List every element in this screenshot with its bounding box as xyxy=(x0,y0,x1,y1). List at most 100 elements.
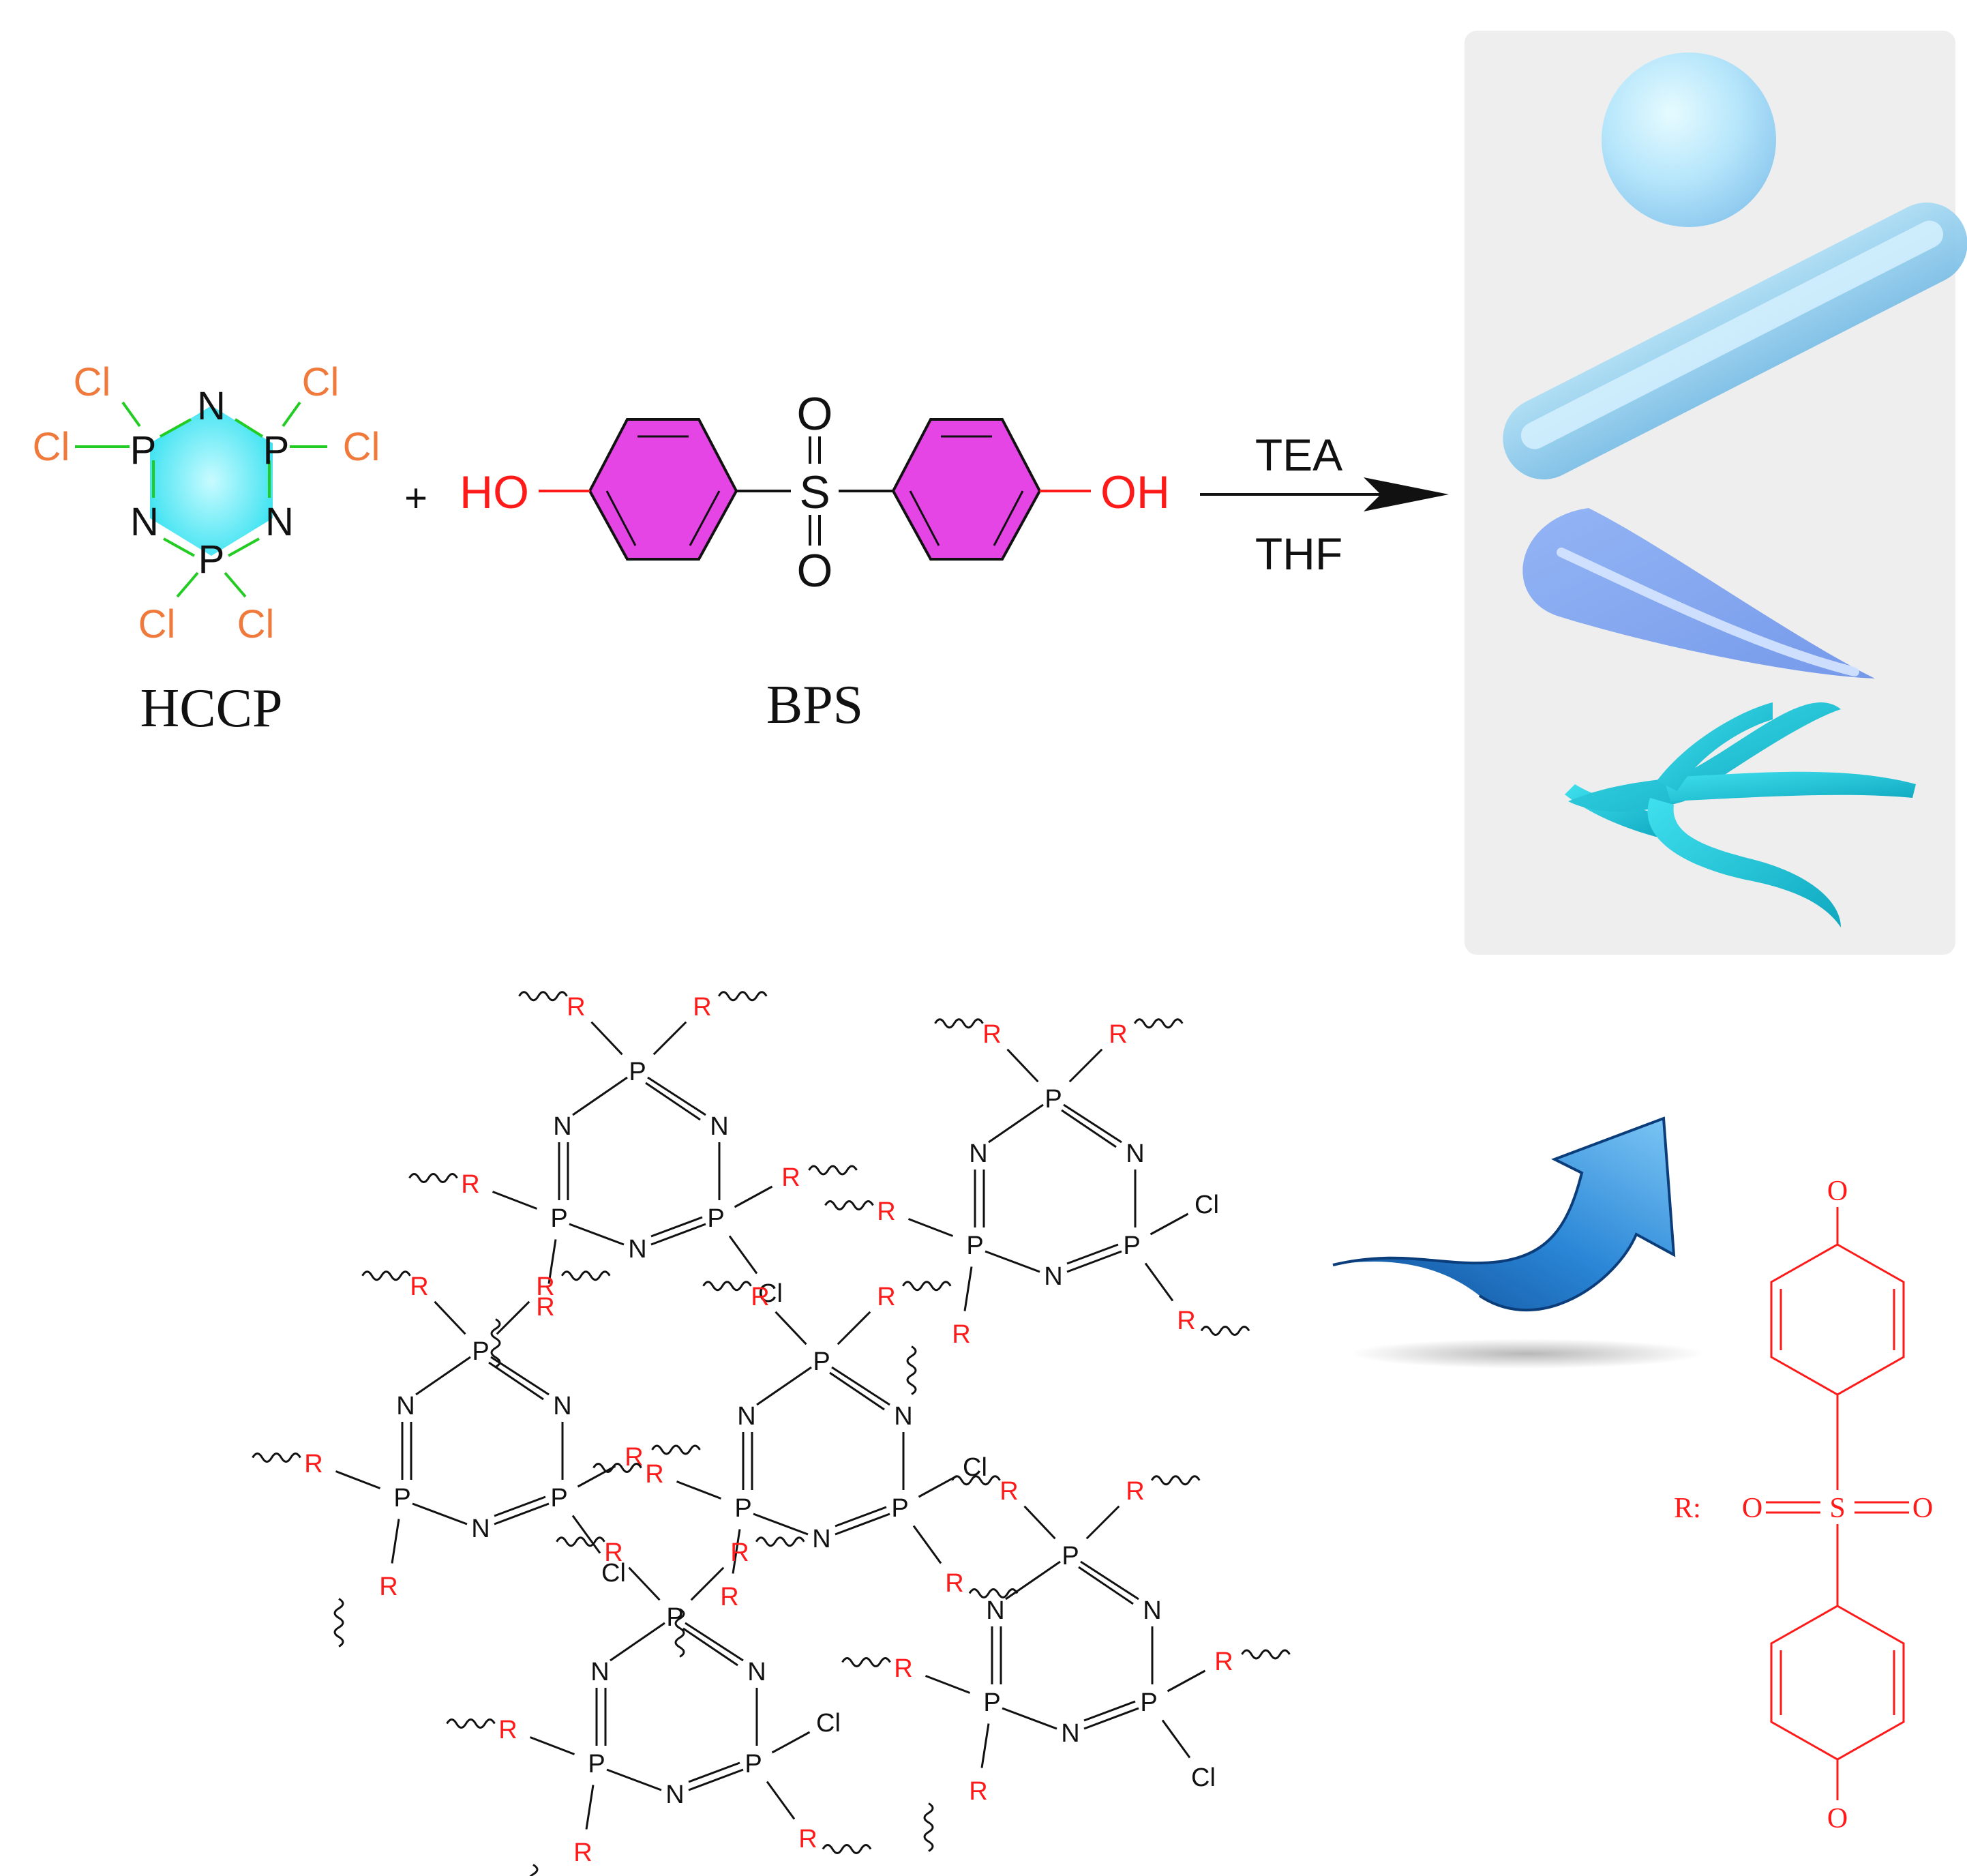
network-bond xyxy=(1078,1566,1134,1605)
network-bond xyxy=(835,1506,887,1528)
network-bond xyxy=(688,1761,740,1783)
polymer-chain-wavy xyxy=(592,1463,642,1473)
ring-0-n-2: N xyxy=(628,1235,646,1264)
polymer-chain-wavy xyxy=(934,1018,984,1029)
ring-5-n-1: N xyxy=(747,1658,766,1686)
polymer-chain-wavy xyxy=(841,1657,891,1667)
polymer-chain-wavy xyxy=(674,1608,685,1658)
network-bond xyxy=(647,1076,706,1116)
ring-1-n-1: N xyxy=(1126,1140,1144,1168)
ring-3-n-0: N xyxy=(737,1402,755,1431)
polymer-chain-wavy xyxy=(717,991,768,1002)
ring-1-p-2: P xyxy=(966,1232,983,1260)
network-bond xyxy=(688,1768,744,1791)
ring-3-r-a: R xyxy=(751,1283,769,1311)
network-bond xyxy=(434,1300,466,1335)
polymer-chain-wavy xyxy=(361,1270,411,1281)
network-bond xyxy=(918,1475,957,1498)
network-bond xyxy=(529,1736,575,1755)
hccp-cl-3: Cl xyxy=(33,425,70,469)
polymer-chain-wavy xyxy=(1133,1018,1184,1029)
network-bond xyxy=(985,1250,1040,1273)
branched-shape xyxy=(1565,702,1916,927)
network-bond xyxy=(831,1366,890,1406)
hccp-n-right: N xyxy=(265,500,294,544)
polymer-chain-wavy xyxy=(528,1864,539,1876)
ring-4-p-0: P xyxy=(1062,1542,1079,1570)
network-bond xyxy=(494,1495,546,1517)
curved-arrow-icon xyxy=(1332,1116,1705,1369)
network-bond xyxy=(912,1525,942,1564)
ring-0-r-a: R xyxy=(567,993,585,1022)
ring-5-p-2: P xyxy=(588,1750,605,1778)
network-bond xyxy=(650,1223,706,1246)
right-arrow-icon xyxy=(1364,477,1449,511)
network-bond xyxy=(1063,1103,1122,1144)
polymer-chain-wavy xyxy=(824,1200,874,1210)
cone-morphology xyxy=(1522,508,1875,679)
network-bond xyxy=(1006,1048,1039,1083)
network-bond xyxy=(1066,1250,1122,1273)
polymer-chain-wavy xyxy=(651,1444,701,1455)
bps-s: S xyxy=(799,466,830,518)
polymer-chain-wavy xyxy=(906,1345,917,1395)
bps-molecule: HO OH S O O BPS xyxy=(460,388,1170,735)
r-group-o-bottom: O xyxy=(1827,1803,1848,1834)
ring-4-r-b: R xyxy=(1126,1477,1144,1506)
ring-0-sub-d: R xyxy=(781,1163,800,1192)
network-bond xyxy=(682,1627,738,1667)
ring-4-r-c: R xyxy=(894,1654,912,1683)
ring-1-p-0: P xyxy=(1045,1085,1062,1114)
r-group-o-left: O xyxy=(1742,1493,1762,1524)
hccp-cl-2: Cl xyxy=(302,360,340,404)
network-bond xyxy=(650,1216,703,1238)
ring-3-n-1: N xyxy=(894,1402,912,1431)
network-bond xyxy=(1167,1669,1206,1693)
ring-5-sub-d: Cl xyxy=(816,1709,841,1738)
network-bond xyxy=(1085,1505,1120,1540)
hccp-cl-bonds xyxy=(75,401,327,598)
network-bond xyxy=(610,1622,665,1662)
ring-0-n-0: N xyxy=(553,1112,571,1141)
network-bond xyxy=(728,1235,758,1275)
network-bond xyxy=(391,1519,400,1564)
network-bond xyxy=(1083,1707,1139,1730)
network-bond xyxy=(652,1021,687,1056)
ring-5-r-f: R xyxy=(573,1838,592,1867)
network-bond xyxy=(628,1566,661,1601)
ring-2-n-1: N xyxy=(553,1392,571,1420)
ring-3-r-c: R xyxy=(645,1460,663,1489)
polymer-chain-wavy xyxy=(1150,1475,1201,1486)
hccp-cl-1: Cl xyxy=(74,360,111,404)
hccp-ring-bonds xyxy=(152,418,271,557)
polymer-chain-wavy xyxy=(901,1281,952,1292)
network-bond xyxy=(1005,1560,1061,1600)
ring-3-n-2: N xyxy=(812,1525,830,1553)
network-bond xyxy=(577,1465,616,1488)
ring-4-n-2: N xyxy=(1061,1719,1079,1748)
ring-3-p-2: P xyxy=(734,1494,751,1523)
network-bond xyxy=(771,1731,811,1754)
ring-5-r-b: R xyxy=(730,1538,749,1567)
network-bond xyxy=(492,1191,538,1210)
network-bond xyxy=(488,1361,544,1401)
hccp-n-left: N xyxy=(130,500,159,544)
polymer-chain-wavy xyxy=(556,1536,605,1547)
ring-0-p-1: P xyxy=(707,1204,724,1233)
ring-2-p-0: P xyxy=(472,1337,489,1366)
polymer-chain-wavy xyxy=(446,1718,496,1729)
network-bond xyxy=(676,1480,722,1500)
ring-1-r-f: R xyxy=(952,1320,970,1349)
reaction-arrow: TEA THF xyxy=(1200,430,1449,579)
network-bond xyxy=(1144,1262,1174,1302)
ring-2-sub-e: Cl xyxy=(601,1559,626,1588)
morphology-panel xyxy=(1465,31,1967,955)
network-bond xyxy=(732,1529,741,1574)
network-bond xyxy=(590,1021,623,1056)
network-bond xyxy=(496,1300,530,1335)
r-group-s: S xyxy=(1829,1493,1845,1524)
ring-1-n-2: N xyxy=(1044,1262,1062,1291)
hccp-n-top: N xyxy=(197,384,226,428)
network-bond xyxy=(925,1675,971,1694)
reagent-tea: TEA xyxy=(1255,430,1342,480)
